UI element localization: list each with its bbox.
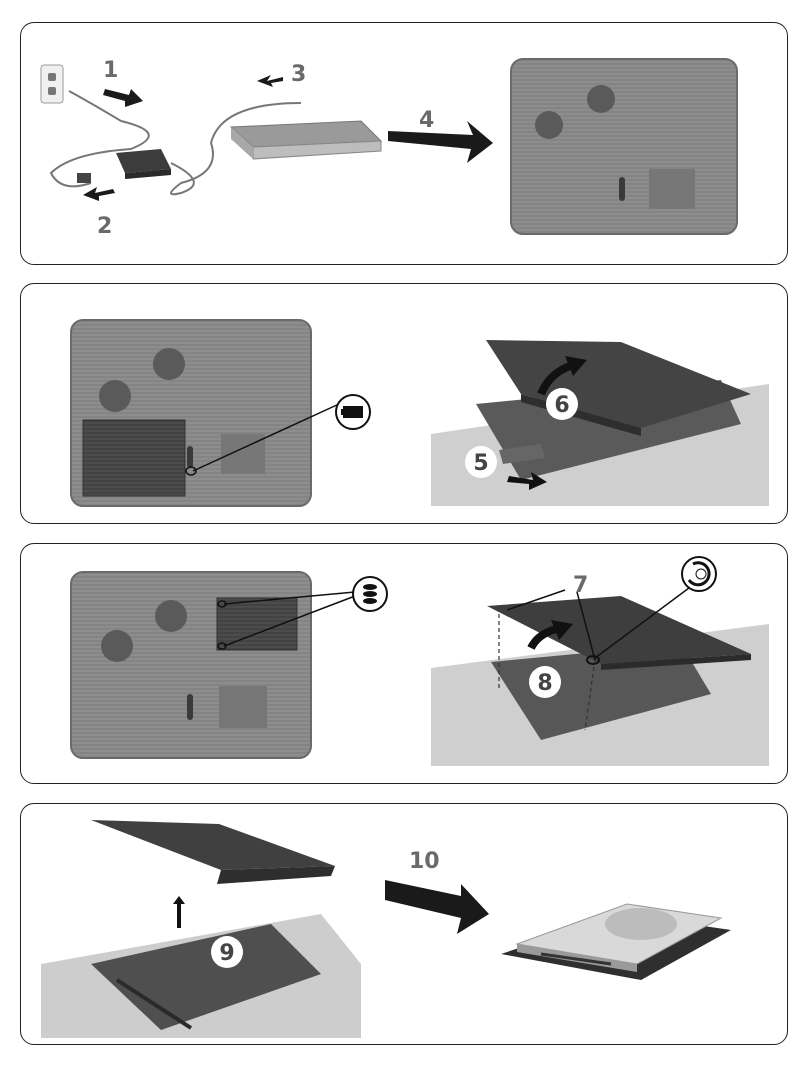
plug-icon bbox=[77, 173, 91, 183]
step-8-label: 8 bbox=[537, 671, 552, 696]
step-5-label: 5 bbox=[473, 451, 488, 476]
panel-4-illustration: 9 10 bbox=[21, 804, 788, 1045]
arrow-1 bbox=[103, 89, 143, 107]
screw-stack-icon bbox=[353, 577, 387, 611]
battery-release-latch bbox=[187, 446, 193, 468]
rotate-screw-icon bbox=[682, 557, 716, 591]
step-8-badge: 8 bbox=[529, 666, 561, 698]
arrow-3 bbox=[257, 75, 283, 87]
step-panel-4: 9 10 bbox=[20, 803, 788, 1045]
step-5-badge: 5 bbox=[465, 446, 497, 478]
step-4-label: 4 bbox=[419, 108, 434, 133]
hard-drive-cover bbox=[217, 598, 297, 650]
step-10-label: 10 bbox=[409, 849, 440, 874]
step-panel-3: 7 8 bbox=[20, 543, 788, 784]
step-3-label: 3 bbox=[291, 62, 306, 87]
step-1-label: 1 bbox=[103, 58, 118, 83]
battery-icon bbox=[336, 395, 370, 429]
step-7-label: 7 bbox=[573, 573, 588, 598]
step-2-label: 2 bbox=[97, 214, 112, 239]
step-panel-2: 6 5 bbox=[20, 283, 788, 524]
hard-drive-cover bbox=[91, 820, 335, 884]
step-panel-1: 1 2 3 4 bbox=[20, 22, 788, 265]
step-6-badge: 6 bbox=[546, 388, 578, 420]
laptop-underside bbox=[511, 59, 737, 234]
laptop-underside bbox=[71, 320, 311, 506]
power-outlet-icon bbox=[41, 65, 63, 103]
step-9-badge: 9 bbox=[211, 936, 243, 968]
arrow-2 bbox=[83, 187, 115, 201]
laptop-closed bbox=[231, 121, 381, 159]
step-9-label: 9 bbox=[219, 941, 234, 966]
panel-1-illustration: 1 2 3 4 bbox=[21, 23, 788, 265]
arrow-9 bbox=[173, 896, 185, 928]
battery-bay bbox=[83, 420, 185, 496]
step-6-label: 6 bbox=[554, 393, 569, 418]
arrow-10 bbox=[385, 880, 489, 934]
hard-drive-icon bbox=[501, 904, 731, 980]
panel-2-illustration: 6 5 bbox=[21, 284, 788, 524]
panel-3-illustration: 7 8 bbox=[21, 544, 788, 784]
battery-removal-closeup bbox=[431, 340, 769, 506]
ac-adapter-icon bbox=[116, 149, 171, 179]
cover-removal-closeup bbox=[431, 596, 769, 766]
drive-bay bbox=[41, 914, 361, 1038]
arrow-4 bbox=[388, 121, 493, 163]
